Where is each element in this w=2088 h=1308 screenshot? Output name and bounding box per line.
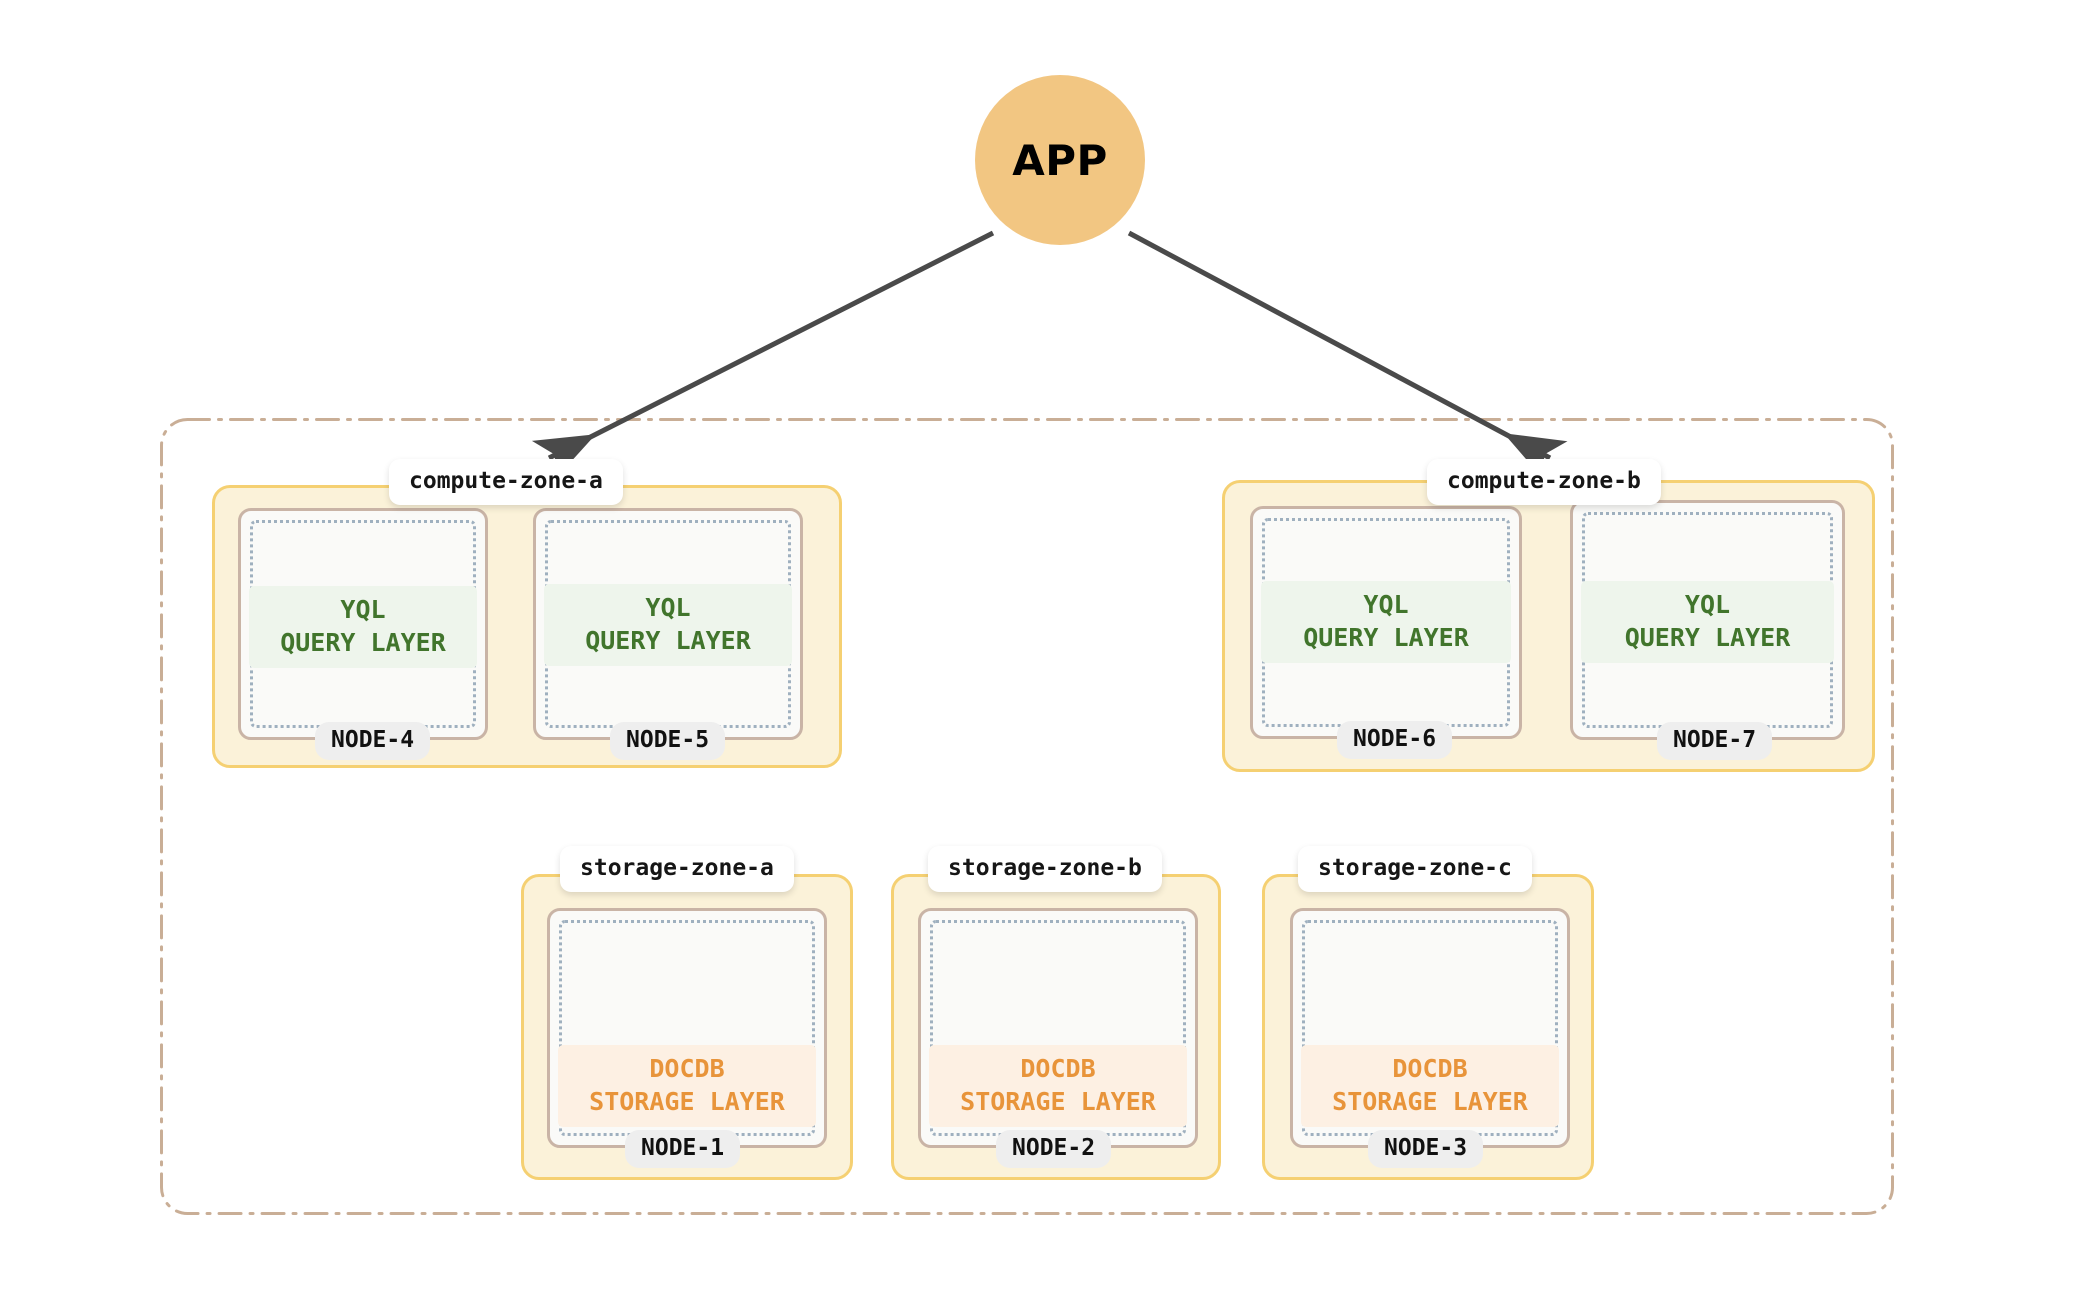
- node-pill-node-6: NODE-6: [1337, 721, 1453, 759]
- layer-line-2: STORAGE LAYER: [1332, 1087, 1528, 1116]
- layer-line-2: QUERY LAYER: [1624, 623, 1791, 652]
- node-node-4[interactable]: YQL QUERY LAYER: [238, 508, 488, 740]
- layer-line-2: QUERY LAYER: [585, 626, 751, 655]
- layer-line-1: YQL: [1363, 590, 1409, 619]
- layer-band-yql: YQL QUERY LAYER: [1581, 581, 1834, 663]
- layer-band-yql: YQL QUERY LAYER: [249, 586, 477, 668]
- layer-line-1: YQL: [1684, 590, 1731, 619]
- arrow-app-to-compute-zone-a: [531, 230, 995, 482]
- node-node-2[interactable]: DOCDB STORAGE LAYER: [918, 908, 1198, 1148]
- arrow-app-to-compute-zone-b: [1127, 230, 1568, 482]
- app-node-label: APP: [1012, 135, 1108, 185]
- zone-label-storage-zone-c: storage-zone-c: [1298, 846, 1532, 892]
- node-node-6[interactable]: YQL QUERY LAYER: [1250, 506, 1522, 739]
- zone-label-compute-zone-a: compute-zone-a: [389, 459, 623, 505]
- layer-band-yql: YQL QUERY LAYER: [544, 584, 792, 666]
- layer-line-1: DOCDB: [649, 1054, 725, 1083]
- node-pill-node-2: NODE-2: [996, 1130, 1112, 1168]
- zone-label-storage-zone-a: storage-zone-a: [560, 846, 794, 892]
- layer-line-1: DOCDB: [1392, 1054, 1468, 1083]
- node-pill-node-5: NODE-5: [610, 722, 726, 760]
- node-pill-node-1: NODE-1: [625, 1130, 741, 1168]
- zone-label-storage-zone-b: storage-zone-b: [928, 846, 1162, 892]
- layer-line-2: QUERY LAYER: [1303, 623, 1469, 652]
- layer-line-2: STORAGE LAYER: [960, 1087, 1156, 1116]
- node-node-3[interactable]: DOCDB STORAGE LAYER: [1290, 908, 1570, 1148]
- layer-line-1: YQL: [645, 593, 691, 622]
- zone-label-compute-zone-b: compute-zone-b: [1427, 459, 1661, 505]
- layer-band-yql: YQL QUERY LAYER: [1261, 581, 1511, 663]
- layer-line-1: YQL: [340, 595, 386, 624]
- node-pill-node-7: NODE-7: [1657, 722, 1773, 760]
- node-node-1[interactable]: DOCDB STORAGE LAYER: [547, 908, 827, 1148]
- layer-line-1: DOCDB: [1020, 1054, 1096, 1083]
- node-node-7[interactable]: YQL QUERY LAYER: [1570, 500, 1845, 740]
- layer-band-docdb: DOCDB STORAGE LAYER: [558, 1045, 816, 1127]
- layer-line-2: QUERY LAYER: [280, 628, 446, 657]
- node-pill-node-3: NODE-3: [1368, 1130, 1484, 1168]
- layer-line-2: STORAGE LAYER: [589, 1087, 785, 1116]
- node-pill-node-4: NODE-4: [315, 722, 431, 760]
- layer-band-docdb: DOCDB STORAGE LAYER: [929, 1045, 1187, 1127]
- node-node-5[interactable]: YQL QUERY LAYER: [533, 508, 803, 740]
- app-node[interactable]: APP: [975, 75, 1145, 245]
- layer-band-docdb: DOCDB STORAGE LAYER: [1301, 1045, 1559, 1127]
